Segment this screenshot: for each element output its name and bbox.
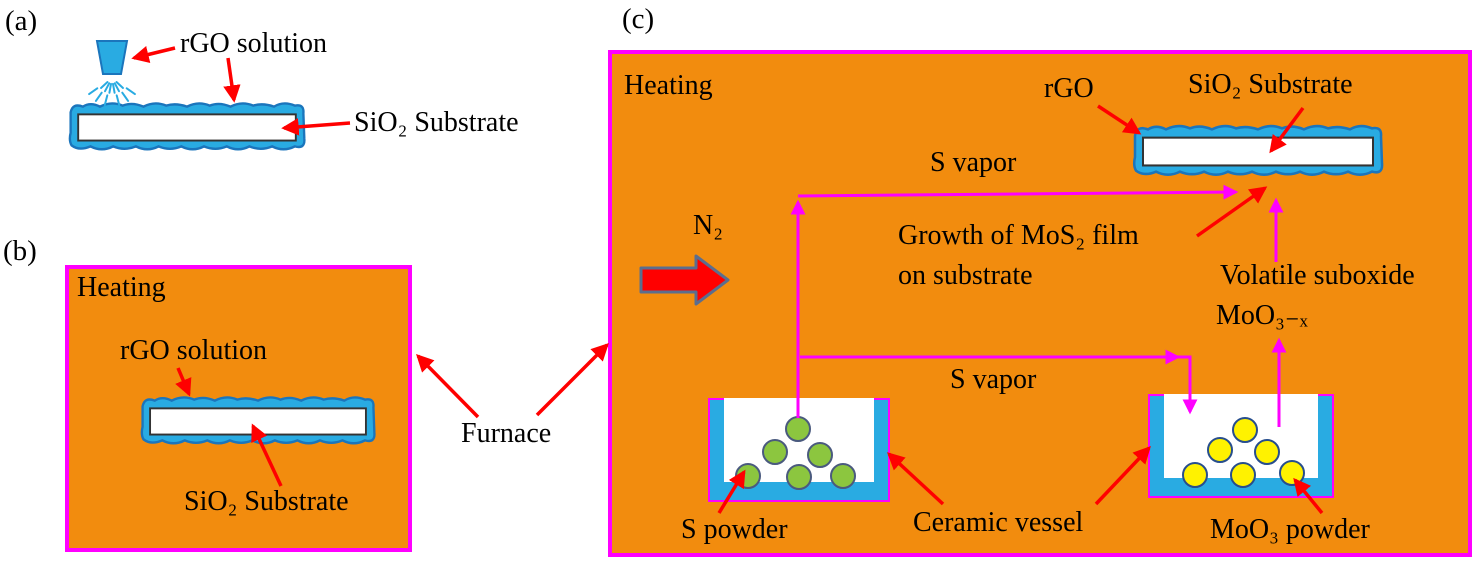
- s-powder-label: S powder: [681, 514, 788, 545]
- s-powder-pellet: [785, 416, 811, 442]
- volatile-suboxide-label-line1: Volatile suboxide: [1220, 260, 1415, 291]
- panel-a-letter: (a): [5, 5, 38, 37]
- rgo-solution-label-b: rGO solution: [120, 335, 267, 366]
- s-vapor-top-label: S vapor: [930, 147, 1017, 178]
- moo3-powder-pellet: [1182, 462, 1208, 488]
- s-powder-pellet: [762, 439, 788, 465]
- growth-label-line2: on substrate: [898, 260, 1033, 291]
- arrow-ceramic-vessel-to-moo3-vessel: [1094, 445, 1151, 506]
- arrow-sio2-label-to-substrate-b: [251, 423, 283, 487]
- panel-c-letter: (c): [622, 3, 655, 35]
- arrow-furnace-to-panel-c: [535, 343, 609, 417]
- spray-droplets-icon: [88, 81, 136, 106]
- arrow-rgo-solution-to-substrate-a: [223, 57, 241, 103]
- s-vapor-bottom-label: S vapor: [950, 364, 1037, 395]
- growth-label-line1: Growth of MoS₂ film: [898, 220, 1139, 251]
- arrow-rgo-to-substrate-c: [1097, 104, 1142, 135]
- arrow-ceramic-vessel-to-s-vessel: [886, 452, 945, 506]
- sio2-substrate-label-c: SiO₂ Substrate: [1188, 69, 1353, 100]
- arrow-growth-to-substrate-c: [1195, 186, 1268, 238]
- n2-label: N₂: [693, 210, 723, 241]
- arrow-sio2-label-to-substrate-a: [281, 118, 351, 136]
- moo3-powder-pellet: [1207, 437, 1233, 463]
- moo3-powder-label: MoO₃ powder: [1210, 514, 1370, 545]
- panel-b-letter: (b): [3, 235, 37, 267]
- arrow-furnace-to-panel-b: [416, 354, 480, 419]
- flow-s-vapor-down-into-moo3-vessel: [1178, 355, 1198, 415]
- flow-s-vapor-to-substrate: [797, 184, 1239, 200]
- moo3-powder-pellet: [1254, 439, 1280, 465]
- moo3-powder-pellet: [1230, 462, 1256, 488]
- arrow-sio2-label-to-substrate-c: [1269, 106, 1305, 154]
- heating-label-c: Heating: [624, 70, 713, 101]
- s-powder-pellet: [807, 442, 833, 468]
- rgo-solution-label-a: rGO solution: [180, 28, 327, 59]
- heating-label-b: Heating: [77, 272, 166, 303]
- sio2-substrate-label-a: SiO₂ Substrate: [354, 107, 519, 138]
- arrow-moo3-powder-label-to-pellet: [1293, 477, 1324, 515]
- sio2-substrate-label-b: SiO₂ Substrate: [184, 486, 349, 517]
- furnace-label: Furnace: [461, 418, 552, 449]
- moo3-powder-pellet: [1232, 417, 1258, 443]
- arrow-rgo-solution-to-nozzle: [131, 46, 176, 64]
- volatile-suboxide-label-line2: MoO₃₋ₓ: [1216, 300, 1308, 331]
- ceramic-vessel-label: Ceramic vessel: [913, 507, 1084, 538]
- n2-flow-block-arrow: [639, 254, 730, 306]
- s-powder-pellet: [786, 464, 812, 490]
- arrow-rgo-solution-to-substrate-b: [175, 367, 192, 397]
- s-powder-pellet: [830, 463, 856, 489]
- rgo-label-c: rGO: [1044, 73, 1094, 104]
- spray-nozzle-icon: [88, 40, 136, 106]
- arrow-s-powder-label-to-pellet: [717, 469, 746, 514]
